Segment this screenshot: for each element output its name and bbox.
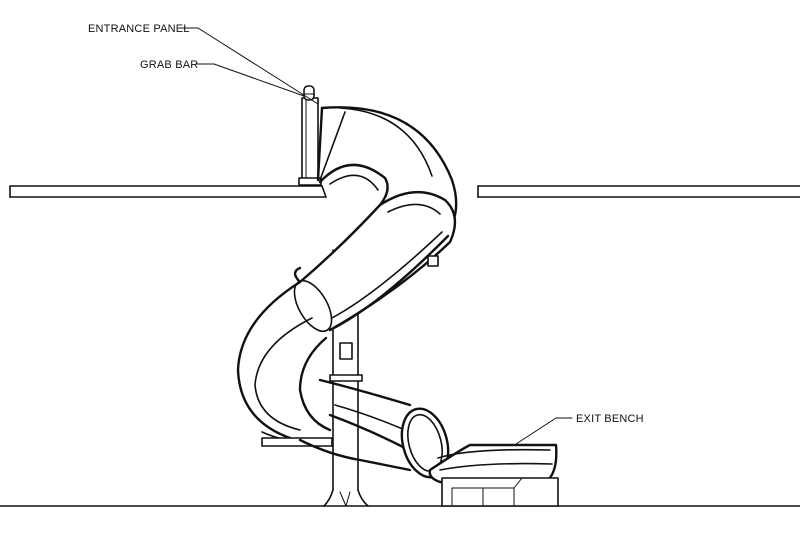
grab-bar-label: GRAB BAR <box>140 59 198 71</box>
upper-deck-left <box>9 185 327 198</box>
slide-bottom-run <box>298 378 450 479</box>
exit-bench-leader <box>515 417 573 445</box>
slide-middle-section <box>293 190 457 333</box>
exit-bench <box>441 477 559 507</box>
entrance-panel-label: ENTRANCE PANEL <box>88 23 190 35</box>
upper-deck-right <box>477 185 800 198</box>
exit-bench-label: EXIT BENCH <box>576 413 644 425</box>
support-column <box>323 249 369 507</box>
slide-upper-section <box>316 106 458 234</box>
entrance-panel-leader <box>179 27 319 105</box>
exit-flume <box>428 443 558 484</box>
slide-lower-curve <box>236 280 333 447</box>
grab-bar-leader <box>195 63 305 97</box>
